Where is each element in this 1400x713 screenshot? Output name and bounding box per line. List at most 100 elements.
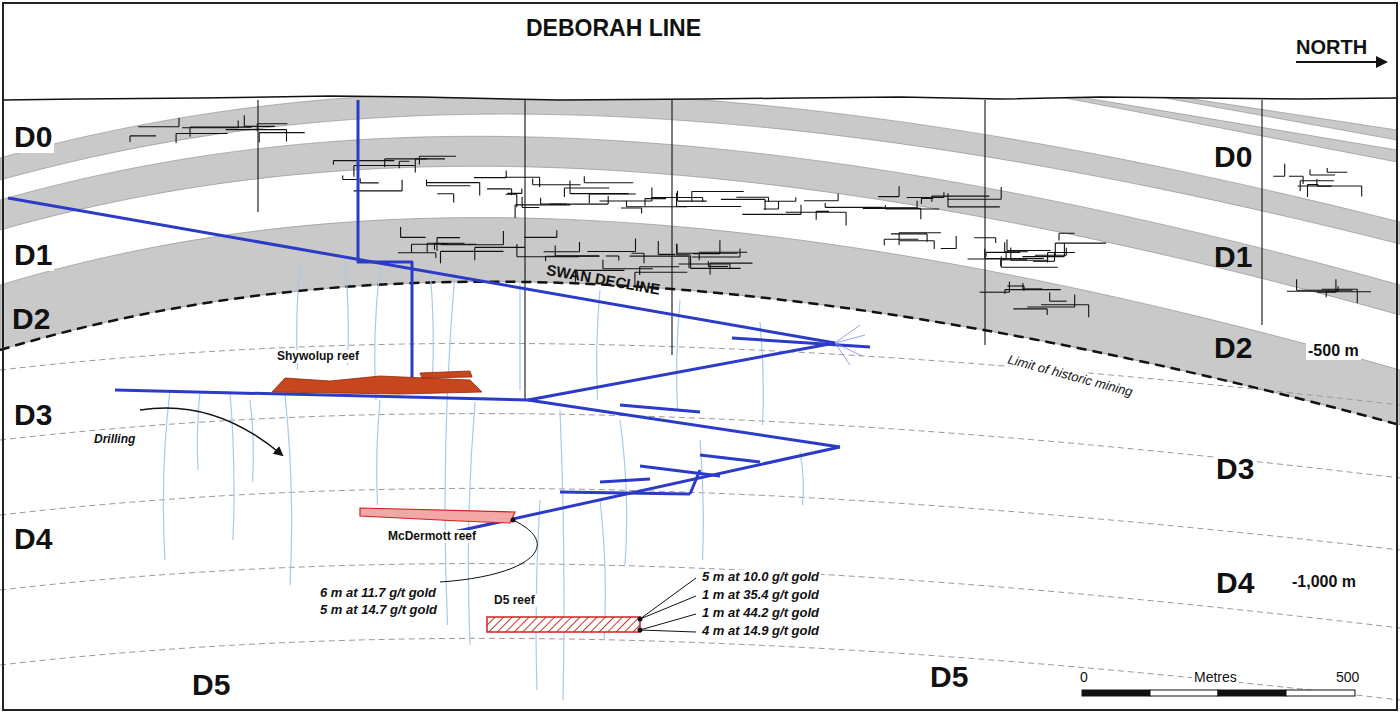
assay-result: 1 m at 35.4 g/t gold [700, 588, 821, 602]
unit-label: D3 [1214, 452, 1256, 485]
mine-workings [948, 206, 1000, 207]
mine-workings [941, 248, 957, 249]
mine-workings [1050, 301, 1067, 302]
drill-hole [250, 400, 253, 482]
mine-workings [533, 184, 581, 185]
scale-bar [1218, 690, 1286, 696]
mine-workings [708, 266, 728, 267]
drill-hole [430, 270, 433, 380]
mine-workings [360, 178, 361, 183]
historic-limit-line [0, 282, 1400, 425]
mine-workings [342, 175, 343, 179]
mine-workings [257, 100, 258, 212]
mine-workings [639, 267, 640, 275]
drill-hole [230, 392, 234, 540]
mine-workings [608, 196, 609, 204]
mine-workings [602, 260, 603, 269]
north-arrow [1296, 61, 1378, 63]
mine-workings [635, 272, 687, 273]
mine-workings [921, 198, 922, 204]
unit-label: D4 [12, 522, 54, 555]
mine-workings [437, 237, 460, 238]
mine-workings [891, 233, 927, 234]
mine-workings [1011, 260, 1048, 261]
leader-line [640, 596, 696, 619]
mine-workings [1296, 279, 1297, 290]
assay-result: 4 m at 14.9 g/t gold [700, 624, 821, 638]
mine-workings [556, 230, 557, 237]
mine-workings [1023, 286, 1024, 291]
mine-workings [1047, 309, 1048, 315]
mine-workings [1055, 243, 1106, 244]
mine-workings [584, 176, 585, 183]
mine-workings [398, 252, 436, 253]
unit-label: D5 [928, 660, 970, 693]
mine-workings [643, 253, 644, 263]
leader-line [640, 578, 696, 619]
diagram-title: DEBORAH LINE [526, 16, 701, 41]
fan-drilling [835, 343, 850, 365]
scale-value: 500 [1334, 670, 1361, 685]
mine-workings [651, 197, 702, 198]
stratum-boundary [0, 638, 1400, 700]
mine-workings [677, 254, 691, 255]
mine-workings [1004, 242, 1005, 251]
mine-workings [838, 194, 839, 201]
assay-result: 6 m at 11.7 g/t gold [318, 586, 438, 600]
decline [528, 343, 835, 400]
mine-workings [671, 100, 672, 355]
assay-result: 5 m at 14.7 g/t gold [318, 603, 439, 617]
leader-line [640, 614, 696, 630]
reef [272, 371, 640, 632]
mine-workings [521, 188, 522, 193]
mine-workings [1001, 267, 1058, 268]
mine-workings [259, 133, 260, 143]
north-arrow [1376, 56, 1388, 68]
drill-hole [800, 452, 803, 505]
mine-workings [1033, 261, 1054, 262]
mine-workings [907, 197, 944, 198]
mine-workings [719, 240, 720, 253]
mine-workings [1059, 233, 1075, 234]
mine-workings [699, 252, 747, 253]
mine-workings [474, 177, 506, 178]
mine-workings [641, 208, 642, 213]
rock-band [0, 218, 1400, 425]
mine-workings [1048, 252, 1075, 253]
drill-hole [700, 440, 703, 560]
reef-label: McDermott reef [386, 530, 478, 543]
mine-workings [1310, 174, 1335, 175]
mine-workings [1327, 168, 1328, 172]
reef [487, 617, 640, 632]
mine-workings [630, 256, 689, 257]
decline-label: SWAN DECLINE [545, 262, 661, 298]
mine-workings [710, 263, 711, 275]
mine-workings [524, 237, 557, 238]
mine-workings [544, 251, 580, 252]
mine-workings [676, 244, 677, 255]
unit-label: D5 [190, 668, 232, 701]
stratum-boundary [0, 564, 1400, 628]
assay-result: 5 m at 10.0 g/t gold [700, 570, 821, 584]
mine-workings [343, 179, 357, 180]
mine-workings [1001, 187, 1002, 199]
mine-workings [441, 244, 504, 245]
mine-workings [427, 243, 464, 244]
mine-workings [742, 214, 801, 215]
decline [528, 400, 840, 447]
mine-workings [677, 253, 738, 254]
leader-line [640, 630, 696, 632]
mine-workings [691, 268, 741, 269]
mine-workings [995, 238, 996, 243]
mine-workings [569, 181, 570, 194]
decline [700, 455, 760, 462]
leader-line [440, 520, 696, 632]
mine-workings [441, 251, 504, 252]
mine-workings [768, 197, 769, 202]
mine-workings [1035, 255, 1066, 256]
mine-workings [515, 205, 516, 218]
mine-workings [645, 198, 666, 199]
reef [420, 371, 472, 378]
mine-workings [589, 194, 590, 203]
mine-workings [130, 100, 1371, 400]
